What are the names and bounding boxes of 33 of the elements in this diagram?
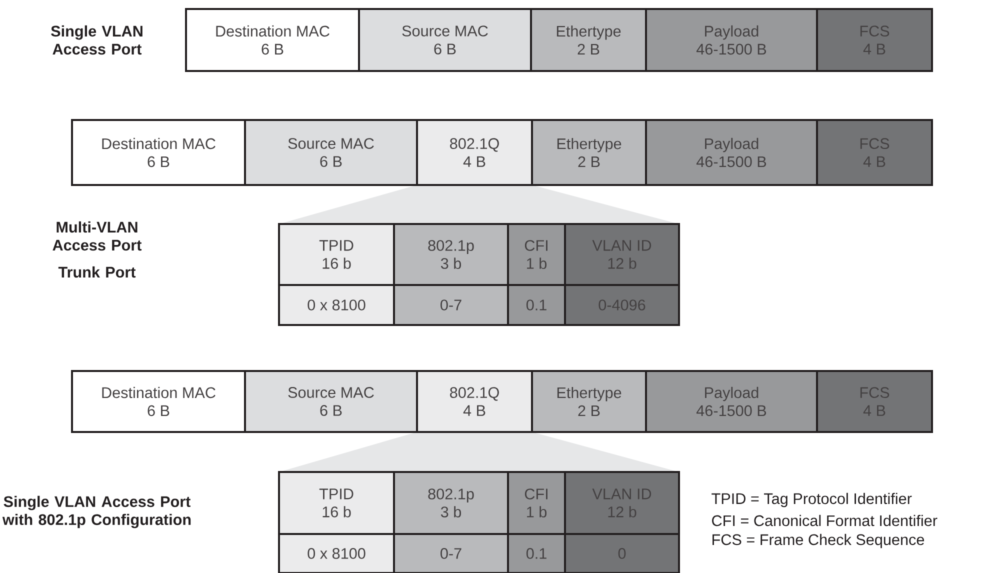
frame-field: Ethertype 2 B — [530, 8, 647, 72]
frame-field: Ethertype 2 B — [531, 370, 647, 433]
abbreviation-note: CFI = Canonical Format Identifier — [712, 514, 938, 526]
frame-field: CFI 1 b — [507, 223, 566, 286]
frame-field: Payload 46-1500 B — [645, 119, 818, 186]
port-type-label: Single VLAN Access Port — [51, 25, 142, 55]
frame-field: Source MAC 6 B — [244, 370, 418, 433]
field-value-cell: 0.1 — [507, 284, 566, 326]
field-value-cell: 0.1 — [507, 532, 566, 573]
frame-field: Destination MAC 6 B — [185, 8, 360, 72]
frame-field: Payload 46-1500 B — [645, 8, 818, 72]
frame-field: TPID 16 b — [278, 223, 396, 286]
frame-field: Source MAC 6 B — [358, 8, 532, 72]
field-value-cell: 0 x 8100 — [278, 284, 396, 326]
frame-field: 802.1p 3 b — [393, 223, 509, 286]
field-value-cell: 0-7 — [393, 284, 509, 326]
frame-field: Destination MAC 6 B — [71, 119, 246, 186]
frame-field: Source MAC 6 B — [244, 119, 418, 186]
frame-field: 802.1p 3 b — [393, 471, 509, 535]
frame-field: CFI 1 b — [507, 471, 566, 535]
frame-field: 802.1Q 4 B — [416, 119, 534, 186]
frame-field: Destination MAC 6 B — [71, 370, 246, 433]
frame-field: TPID 16 b — [278, 471, 396, 535]
abbreviation-note: FCS = Frame Check Sequence — [712, 534, 924, 548]
port-type-label: Multi-VLAN Access Port — [52, 221, 142, 251]
frame-field: Ethertype 2 B — [531, 119, 647, 186]
field-value-cell: 0 x 8100 — [278, 532, 396, 573]
port-type-label: Single VLAN Access Port with 802.1p Configuration — [2, 496, 191, 528]
port-type-label: Trunk Port — [58, 266, 136, 278]
abbreviation-note: TPID = Tag Protocol Identifier — [712, 492, 912, 508]
frame-field: 802.1Q 4 B — [416, 370, 534, 433]
field-value-cell: 0-7 — [393, 532, 509, 573]
frame-field: Payload 46-1500 B — [645, 370, 818, 433]
